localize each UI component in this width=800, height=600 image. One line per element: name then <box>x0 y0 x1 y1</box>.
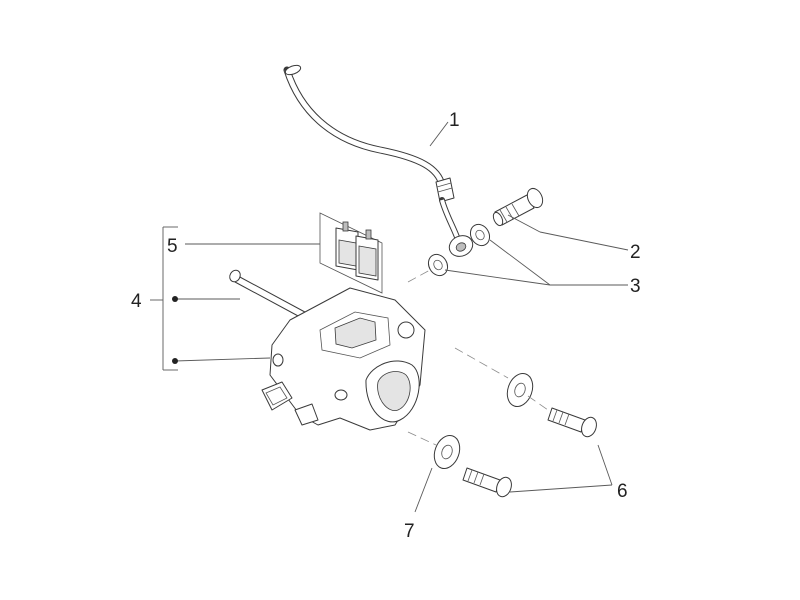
callout-2: 2 <box>630 242 641 263</box>
leader-dot-body <box>172 358 178 364</box>
callout-3: 3 <box>630 276 641 297</box>
brake-pads <box>319 212 383 294</box>
leader-lines <box>150 121 629 513</box>
caliper-body <box>261 287 426 431</box>
callout-5: 5 <box>167 236 178 257</box>
mounting-washers <box>433 373 534 469</box>
assembly-axes <box>407 269 549 446</box>
callout-6: 6 <box>617 481 628 502</box>
sealing-washers <box>427 223 491 277</box>
callout-1: 1 <box>449 110 460 131</box>
brake-hose <box>283 64 474 257</box>
leader-dot-pin <box>172 296 178 302</box>
callout-4: 4 <box>131 291 142 312</box>
mounting-bolts <box>462 407 597 498</box>
callout-7: 7 <box>404 521 415 542</box>
banjo-bolt <box>492 187 544 227</box>
